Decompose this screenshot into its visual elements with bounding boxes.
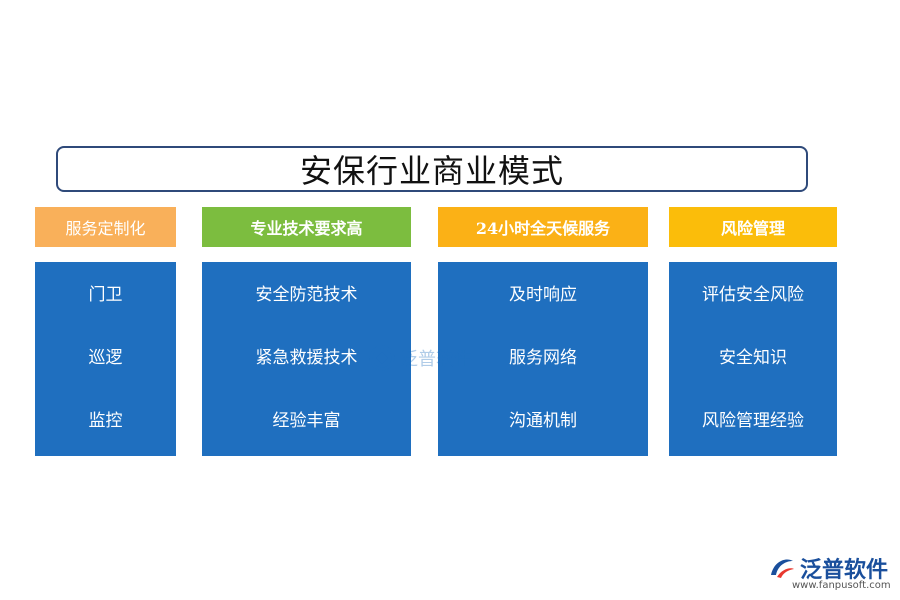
column-header-label: 专业技术要求高 xyxy=(250,219,363,238)
list-item: 安全防范技术 xyxy=(255,285,358,305)
watermark: 泛普软件 xyxy=(368,344,472,372)
column-header-24h-service: 24小时全天候服务 xyxy=(438,207,648,247)
column-box-risk-management: 评估安全风险 安全知识 风险管理经验 xyxy=(669,262,837,456)
column-header-label: 风险管理 xyxy=(720,219,785,238)
list-item: 监控 xyxy=(88,411,123,431)
diagram-title-box: 安保行业商业模式 xyxy=(56,146,808,192)
logo-url: www.fanpusoft.com xyxy=(792,580,891,591)
list-item: 及时响应 xyxy=(509,285,577,305)
list-item: 沟通机制 xyxy=(509,411,577,431)
watermark-logo-icon xyxy=(369,345,395,371)
logo-name: 泛普软件 xyxy=(800,558,889,583)
list-item: 风险管理经验 xyxy=(702,411,804,431)
column-header-risk-management: 风险管理 xyxy=(669,207,837,247)
list-item: 经验丰富 xyxy=(272,411,341,431)
watermark-text: 泛普软件 xyxy=(400,349,472,370)
column-box-service-customization: 门卫 巡逻 监控 xyxy=(35,262,176,456)
list-item: 紧急救援技术 xyxy=(255,348,358,368)
list-item: 安全知识 xyxy=(719,348,787,368)
column-box-technical-requirements: 安全防范技术 紧急救援技术 经验丰富 xyxy=(202,262,411,456)
column-header-service-customization: 服务定制化 xyxy=(35,207,176,247)
fanpu-logo-icon xyxy=(771,559,794,578)
column-box-24h-service: 及时响应 服务网络 沟通机制 xyxy=(438,262,648,456)
list-item: 巡逻 xyxy=(88,348,123,368)
column-header-technical-requirements: 专业技术要求高 xyxy=(202,207,411,247)
list-item: 门卫 xyxy=(88,285,123,305)
column-header-label: 服务定制化 xyxy=(65,219,146,238)
column-header-label: 24小时全天候服务 xyxy=(475,219,611,238)
brand-logo: 泛普软件 xyxy=(768,552,888,584)
list-item: 服务网络 xyxy=(509,348,577,368)
list-item: 评估安全风险 xyxy=(702,285,804,305)
diagram-title: 安保行业商业模式 xyxy=(299,152,564,190)
